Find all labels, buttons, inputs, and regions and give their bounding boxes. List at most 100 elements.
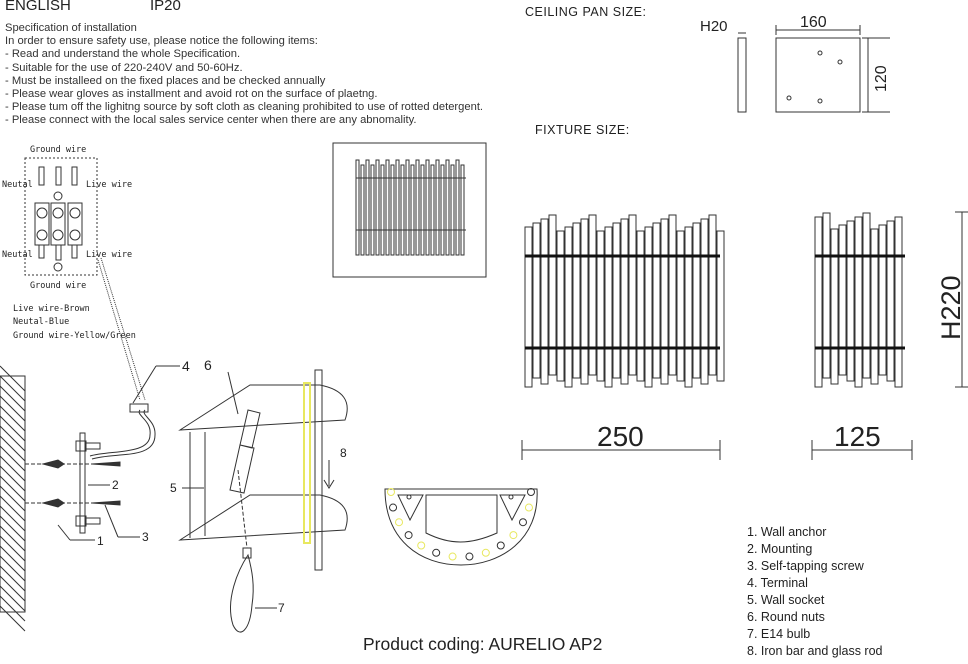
plate-hole <box>389 503 398 512</box>
hatch-line <box>0 575 26 602</box>
callout-4: 4 <box>182 358 190 374</box>
glass-rod <box>830 228 839 385</box>
wiring-ground-top: Ground wire <box>30 145 86 155</box>
glass-rod <box>612 222 621 379</box>
photo-rod <box>410 164 415 256</box>
glass-rod <box>822 212 831 379</box>
legend-item: 7. E14 bulb <box>747 627 811 641</box>
glass-rod <box>838 224 847 376</box>
hatch-line <box>0 385 26 412</box>
hatch-line <box>0 585 26 612</box>
photo-rod <box>370 164 375 256</box>
language-heading: ENGLISH <box>5 0 71 14</box>
product-photo-rods <box>355 159 466 256</box>
spec-item: - Must be installeed on the fixed places… <box>5 74 326 87</box>
photo-rod <box>430 164 435 256</box>
hatch-line <box>0 435 26 462</box>
photo-rod <box>400 164 405 256</box>
glass-rod <box>676 230 685 382</box>
photo-rod <box>415 159 420 256</box>
glass-rod <box>636 230 645 382</box>
photo-rod <box>375 159 380 256</box>
glass-rod <box>854 216 863 388</box>
fixture-height: H220 <box>936 275 966 340</box>
plate-hole <box>527 488 535 496</box>
glass-rod <box>894 216 903 388</box>
hatch-line <box>0 425 26 452</box>
glass-rod <box>716 230 725 382</box>
callout-7: 7 <box>278 601 285 615</box>
plate-hole <box>509 531 518 540</box>
wire-color-live: Live wire-Brown <box>13 304 90 314</box>
glass-rod <box>692 222 701 379</box>
spec-item: - Read and understand the whole Specific… <box>5 48 241 61</box>
fixture-side-view <box>814 212 903 388</box>
hatch-line <box>0 415 26 442</box>
glass-rod <box>540 218 549 385</box>
hatch-line <box>0 365 26 392</box>
callout-6: 6 <box>204 357 212 373</box>
spec-title: Specification of installation <box>5 22 137 34</box>
photo-rod <box>360 164 365 256</box>
ip-rating: IP20 <box>150 0 181 14</box>
plate-hole <box>417 541 426 550</box>
legend-item: 3. Self-tapping screw <box>747 559 864 573</box>
fixture-front-view <box>524 214 725 388</box>
spec-item: - Please tum off the lighitng source by … <box>5 101 484 114</box>
spec-item: - Suitable for the use of 220-240V and 5… <box>5 61 243 74</box>
photo-rod <box>455 159 460 256</box>
fixture-exploded <box>178 369 348 633</box>
plate-hole <box>432 548 441 557</box>
hatch-line <box>0 535 26 562</box>
hatch-line <box>0 495 26 522</box>
glass-rod <box>628 214 637 376</box>
ceiling-pan-title: CEILING PAN SIZE: <box>525 5 647 19</box>
hatch-line <box>0 485 26 512</box>
glass-rod <box>524 226 533 388</box>
photo-rod <box>355 159 360 256</box>
parts-legend: 1. Wall anchor 2. Mounting 3. Self-tappi… <box>747 524 883 660</box>
wiring-neutral-top: Neutal <box>2 180 33 190</box>
glass-rod <box>700 218 709 385</box>
photo-rod <box>450 164 455 256</box>
hatch-line <box>0 565 26 592</box>
hatch-line <box>0 525 26 552</box>
callout-5: 5 <box>170 481 177 495</box>
plate-hole <box>508 494 514 500</box>
wiring-live-top: Live wire <box>86 180 132 190</box>
glass-rod <box>588 214 597 376</box>
legend-item: 4. Terminal <box>747 576 808 590</box>
hatch-line <box>0 455 26 482</box>
spec-intro: In order to ensure safety use, please no… <box>5 35 318 48</box>
plate-hole <box>448 552 457 561</box>
glass-rod <box>564 226 573 388</box>
photo-rod <box>380 164 385 256</box>
legend-item: 1. Wall anchor <box>747 525 827 539</box>
photo-rod <box>405 159 410 256</box>
plate-hole <box>518 518 527 527</box>
callout-1: 1 <box>97 534 104 548</box>
photo-rod <box>365 159 370 256</box>
glass-rod <box>814 216 823 388</box>
glass-rod <box>532 222 541 379</box>
dimension-lines <box>521 211 968 460</box>
top-view-plate <box>384 488 538 566</box>
photo-rod <box>425 159 430 256</box>
legend-item: 6. Round nuts <box>747 610 825 624</box>
glass-rod <box>548 214 557 376</box>
product-coding: Product coding: AURELIO AP2 <box>363 634 603 654</box>
hatch-line <box>0 395 26 422</box>
wiring-live-bottom: Live wire <box>86 250 132 260</box>
photo-rod <box>395 159 400 256</box>
legend-item: 2. Mounting <box>747 542 813 556</box>
callout-3: 3 <box>142 530 149 544</box>
fixture-width: 250 <box>597 421 644 452</box>
glass-rod <box>668 214 677 376</box>
plate-hole <box>524 503 533 512</box>
legend-item: 8. Iron bar and glass rod <box>747 644 883 658</box>
glass-rod <box>556 230 565 382</box>
plate-hole <box>404 531 413 540</box>
glass-rod <box>652 222 661 379</box>
plate-hole <box>465 552 474 561</box>
